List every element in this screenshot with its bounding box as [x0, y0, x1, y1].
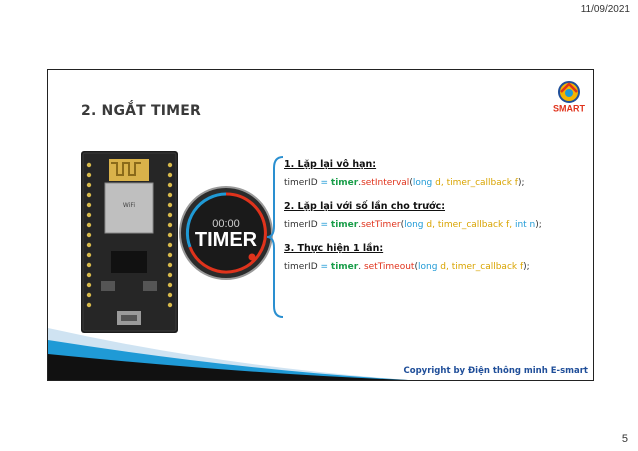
code-paren-open: (: [409, 178, 413, 188]
slide-title: 2. NGẮT TIMER: [81, 103, 202, 119]
esmart-logo: SMART: [553, 81, 585, 114]
code-eq: =: [317, 178, 331, 188]
code-dot: .: [358, 178, 362, 188]
list-item: 2. Lặp lại với số lần cho trước: timerID…: [284, 198, 589, 234]
nodemcu-board-image: WiFi: [81, 151, 178, 333]
code-extra: int n: [514, 220, 536, 230]
code-arg2: timer_callback f: [451, 262, 524, 272]
code-arg2: timer_callback f,: [437, 220, 515, 230]
code-paren-close: );: [523, 262, 530, 272]
code-lhs: timerID: [284, 262, 318, 272]
code-dot: .: [358, 220, 362, 230]
code-paren-open: (: [400, 220, 405, 230]
code-function: setTimer: [361, 220, 401, 230]
list-item-heading: 2. Lặp lại với số lần cho trước:: [284, 201, 446, 212]
svg-text:WiFi: WiFi: [123, 202, 135, 209]
list-item: 1. Lặp lại vô hạn: timerID = timer.setIn…: [284, 156, 589, 192]
code-eq: =: [317, 262, 331, 272]
code-paren-close: );: [535, 220, 542, 230]
code-type: long: [412, 178, 433, 188]
code-arg2: timer_callback f: [446, 178, 518, 188]
code-object: timer: [330, 178, 359, 188]
list-item-heading: 1. Lặp lại vô hạn:: [284, 159, 377, 170]
code-type: long: [404, 220, 424, 230]
code-arg1: d,: [432, 178, 447, 188]
code-line: timerID = timer.setTimer(long d, timer_c…: [284, 216, 589, 234]
code-object: timer: [330, 262, 359, 272]
code-arg1: d,: [437, 262, 452, 272]
code-lhs: timerID: [284, 178, 318, 188]
dial-time: 00:00: [212, 218, 240, 230]
code-eq: =: [317, 220, 331, 230]
curly-brace: [266, 156, 284, 318]
code-lhs: timerID: [284, 220, 318, 230]
dial-label: TIMER: [195, 229, 258, 251]
code-line: timerID = timer.setInterval(long d, time…: [284, 174, 589, 192]
slide-frame: 2. NGẮT TIMER SMART WiFi: [47, 69, 594, 381]
code-dot: .: [358, 262, 364, 272]
decorative-swoosh: [48, 328, 408, 380]
slide-date: 11/09/2021: [580, 4, 630, 15]
code-arg1: d,: [423, 220, 438, 230]
list-item-heading: 3. Thực hiện 1 lần:: [284, 243, 384, 254]
list-item: 3. Thực hiện 1 lần: timerID = timer. set…: [284, 240, 589, 276]
code-function: setInterval: [361, 178, 410, 188]
code-paren-close: );: [517, 178, 525, 188]
timer-mode-list: 1. Lặp lại vô hạn: timerID = timer.setIn…: [284, 156, 589, 282]
code-type: long: [417, 262, 438, 272]
copyright-text: Copyright by Điện thông minh E-smart: [403, 366, 589, 376]
timer-dial-image: 00:00 TIMER: [179, 186, 273, 280]
page-number: 5: [621, 433, 628, 445]
code-line: timerID = timer. setTimeout(long d, time…: [284, 258, 589, 276]
logo-text: SMART: [553, 104, 585, 114]
code-paren-open: (: [414, 262, 418, 272]
code-object: timer: [330, 220, 359, 230]
code-function: setTimeout: [363, 262, 415, 272]
